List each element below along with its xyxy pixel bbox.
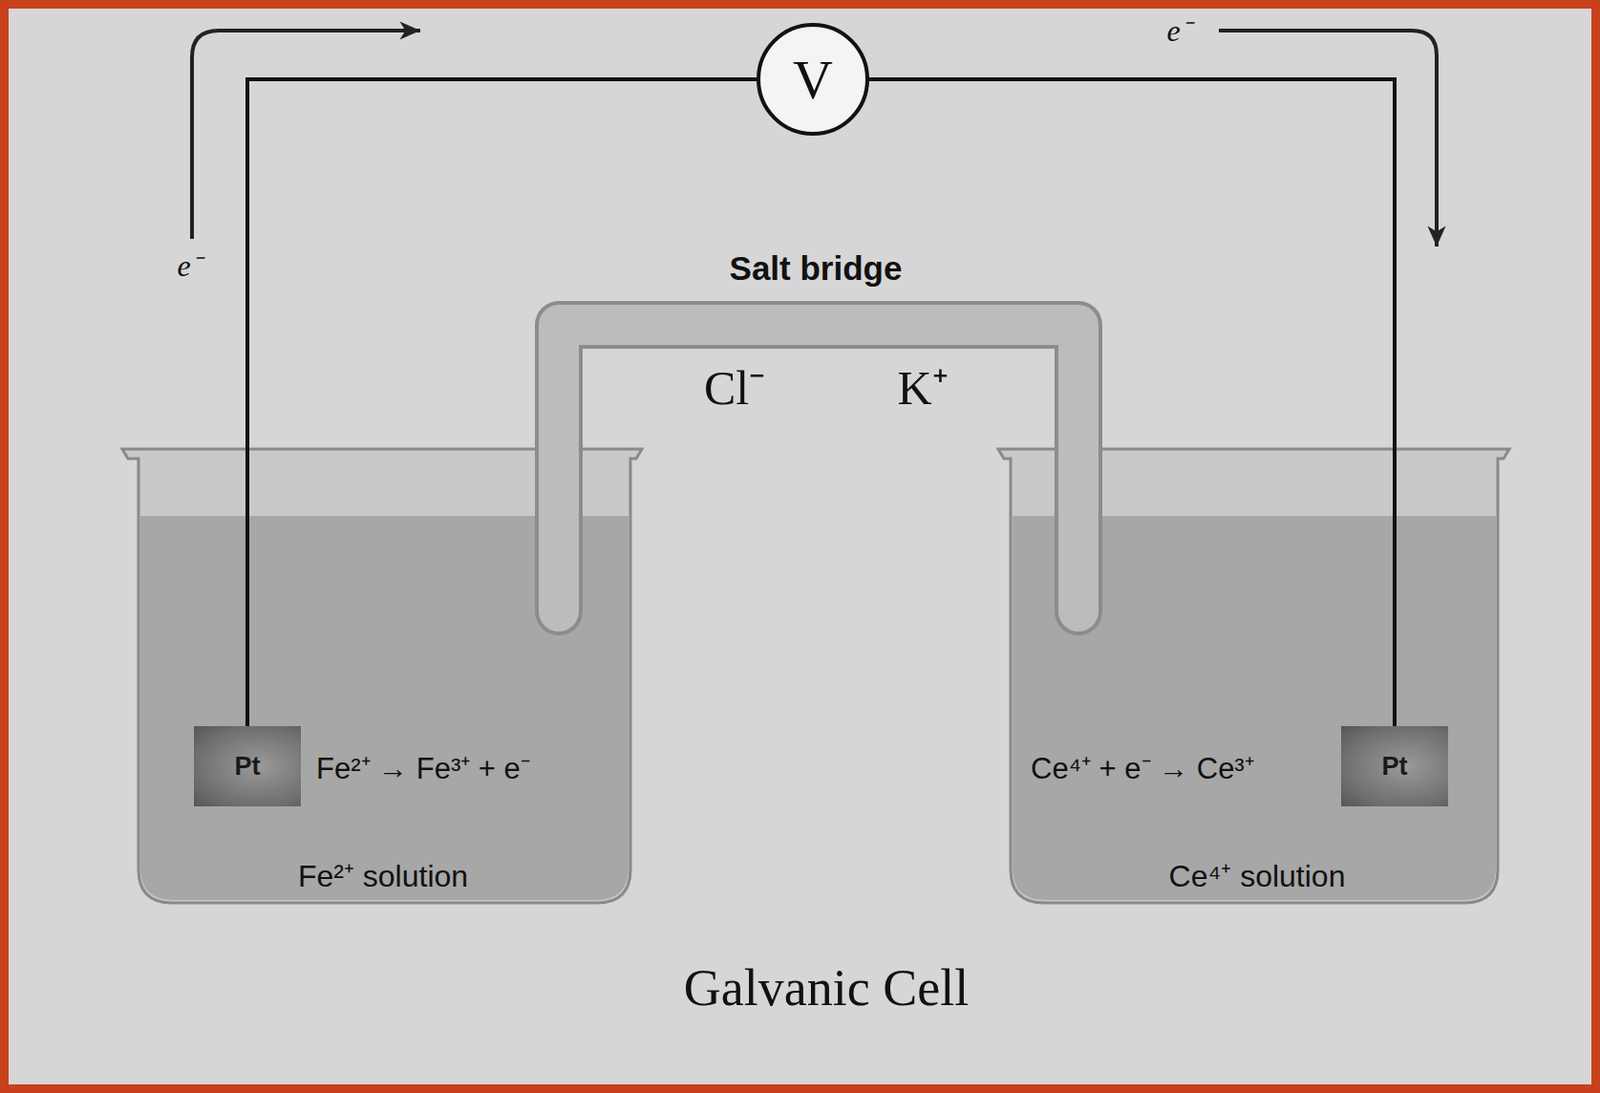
electrode-label: Pt	[234, 751, 261, 782]
electron-label: e⁻	[1166, 8, 1191, 50]
wire	[247, 79, 757, 726]
half-reaction: Fe²⁺ → Fe³⁺ + e⁻	[316, 746, 531, 788]
platinum-electrode: Pt	[193, 725, 301, 807]
voltmeter-symbol: V	[792, 47, 833, 112]
ion-label: K⁺	[896, 353, 948, 419]
part-label: Salt bridge	[729, 249, 903, 288]
voltmeter: V	[756, 22, 870, 136]
half-reaction: Ce⁴⁺ + e⁻ → Ce³⁺	[1030, 746, 1255, 788]
electron-flow-arrow	[192, 30, 421, 239]
figure-caption: Galvanic Cell	[683, 958, 969, 1018]
electrode-label: Pt	[1382, 751, 1408, 782]
solution-label: Fe²⁺ solution	[298, 853, 469, 896]
electron-label: e⁻	[176, 243, 201, 285]
ion-label: Cl⁻	[704, 353, 766, 419]
salt-bridge-tube	[558, 324, 1079, 612]
wire	[869, 79, 1395, 726]
beaker: Ce⁴⁺ + e⁻ → Ce³⁺ Ce⁴⁺ solution Pt	[1004, 448, 1505, 903]
platinum-electrode: Pt	[1341, 725, 1449, 807]
electron-flow-arrow	[1218, 30, 1437, 247]
beaker: Fe²⁺ → Fe³⁺ + e⁻ Fe²⁺ solution Pt	[132, 448, 638, 903]
solution-label: Ce⁴⁺ solution	[1169, 853, 1346, 896]
